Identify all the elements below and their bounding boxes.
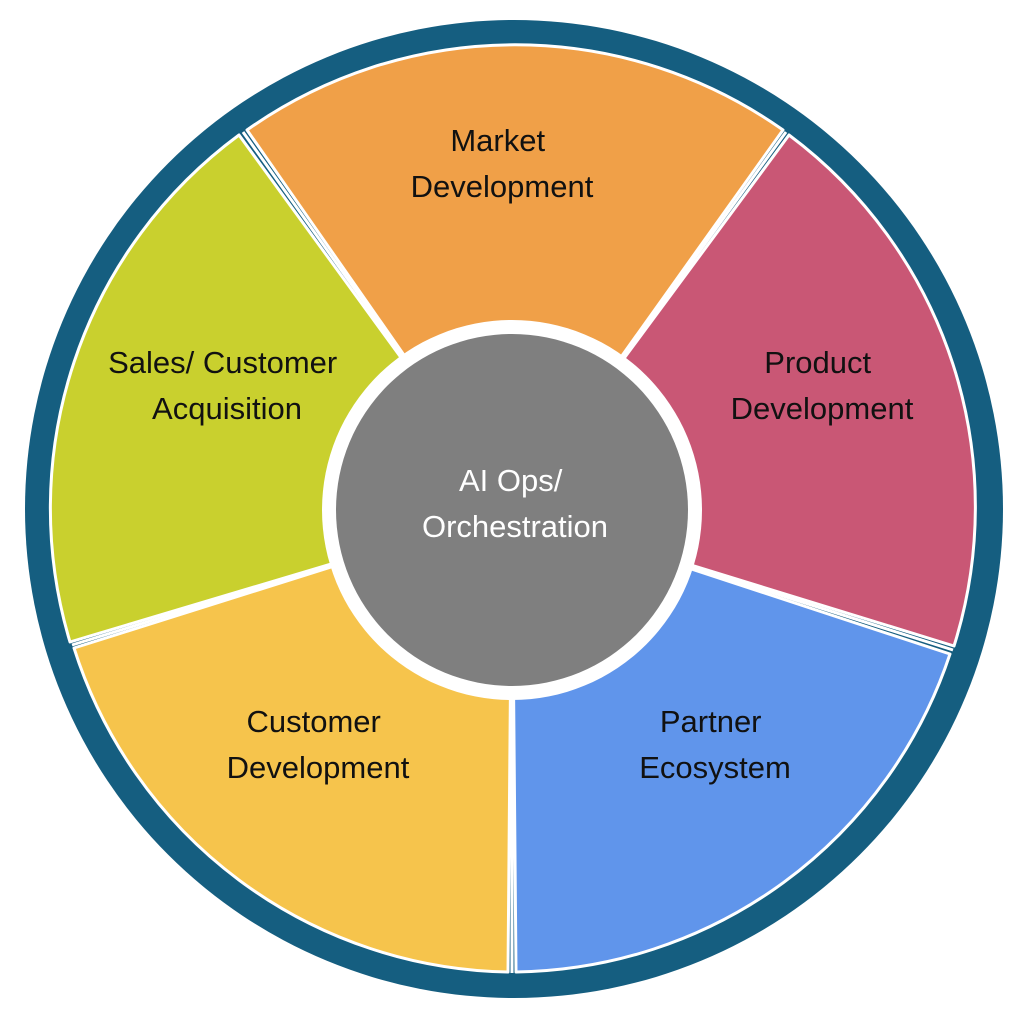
label-line: Sales/ Customer [108, 345, 337, 380]
segment-label-market-development: Market Development [411, 123, 594, 204]
label-line: Acquisition [152, 391, 302, 426]
center-label-line: AI Ops/ [459, 463, 563, 498]
label-line: Development [227, 750, 410, 785]
label-line: Product [764, 345, 871, 380]
segment-market-development [245, 43, 785, 512]
segment-label-partner-ecosystem: Partner Ecosystem [639, 704, 791, 785]
center-label-line: Orchestration [422, 509, 608, 544]
center-hub [336, 334, 688, 686]
label-line: Development [731, 391, 914, 426]
label-line: Ecosystem [639, 750, 791, 785]
label-line: Partner [660, 704, 762, 739]
segment-label-sales-customer-acquisition: Sales/ Customer Acquisition [108, 345, 346, 426]
segment-label-product-development: Product Development [731, 345, 914, 426]
label-line: Development [411, 169, 594, 204]
label-line: Customer [247, 704, 381, 739]
segment-label-customer-development: Customer Development [227, 704, 410, 785]
label-line: Market [450, 123, 545, 158]
center-label: AI Ops/ Orchestration [422, 463, 608, 544]
